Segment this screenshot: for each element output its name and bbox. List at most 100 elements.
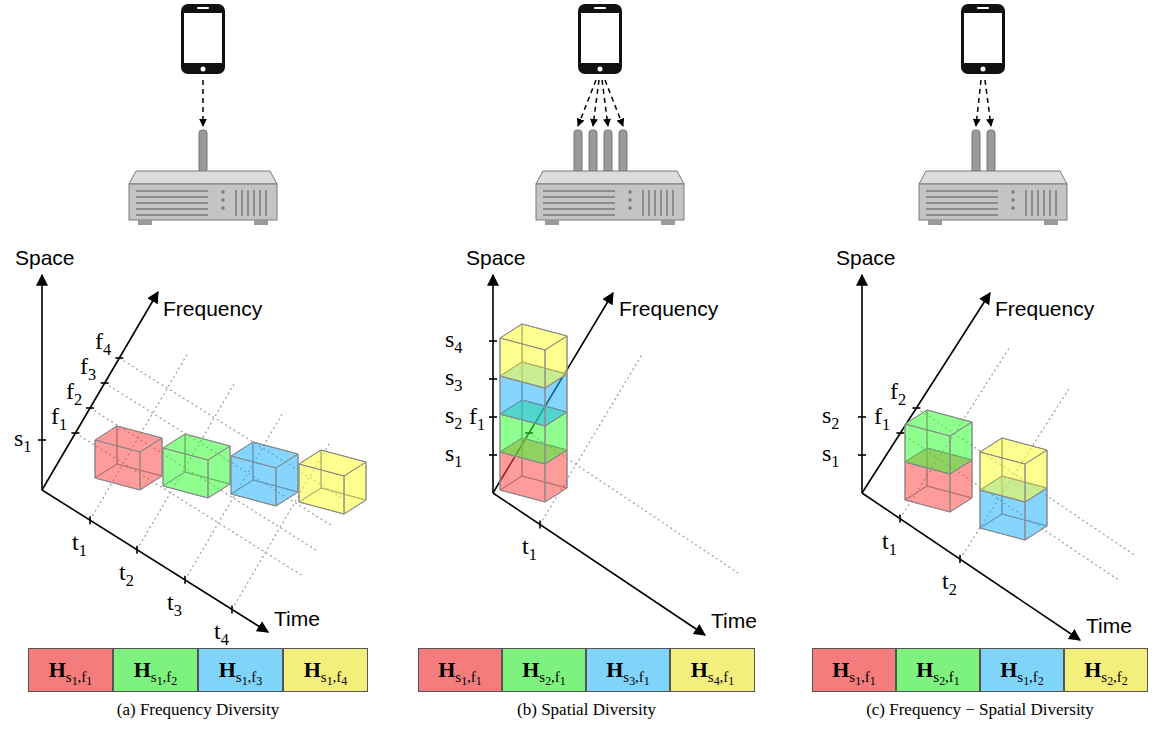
tick-label: f4 [95, 327, 111, 356]
phone-icon [961, 4, 1005, 74]
cube-face [500, 324, 567, 350]
channel-cell: Hs1,f3 [198, 648, 283, 692]
router-icon [129, 171, 277, 225]
axes-and-cubes [38, 275, 1134, 640]
tick-mark [489, 454, 497, 456]
cube-face [980, 438, 1047, 464]
tick-label: s3 [445, 363, 463, 392]
tick-label: f1 [51, 402, 67, 431]
channel-label: Hs2,f1 [916, 657, 960, 683]
grid-line [90, 352, 189, 520]
channel-label: Hs1,f1 [438, 657, 482, 683]
tick-mark [858, 454, 866, 456]
channel-cell: Hs4,f1 [670, 648, 755, 692]
grid-line [90, 408, 316, 550]
tick-mark [136, 546, 138, 554]
axis-label: Space [836, 245, 896, 270]
caption: (b) Spatial Diversity [418, 700, 755, 720]
channel-label: Hs2,f2 [1084, 657, 1128, 683]
tick-mark [489, 340, 497, 342]
tick-label: s2 [445, 401, 463, 430]
channel-cell: Hs2,f1 [896, 648, 980, 692]
tick-label: t1 [882, 527, 897, 556]
channel-label: Hs1,f4 [304, 657, 348, 683]
channel-cube [163, 434, 230, 498]
channel-cell: Hs1,f2 [980, 648, 1064, 692]
channel-label: Hs1,f2 [134, 657, 178, 683]
tick-mark [539, 520, 541, 528]
tick-mark [184, 576, 186, 584]
grid-line [75, 433, 301, 575]
tick-label: s1 [445, 439, 463, 468]
channel-label: Hs2,f1 [522, 657, 566, 683]
axis-label: Frequency [163, 296, 262, 321]
channel-cell: Hs1,f1 [28, 648, 113, 692]
signal-arrow [578, 80, 623, 126]
axis-label: Space [15, 245, 75, 270]
tick-mark [71, 432, 79, 434]
tick-label: t2 [942, 567, 957, 596]
signal-arrow [976, 80, 991, 126]
tick-label: s1 [14, 424, 32, 453]
tick-label: t4 [214, 617, 229, 646]
tick-mark [101, 382, 109, 384]
tick-mark [489, 378, 497, 380]
axis-label: Frequency [619, 296, 718, 321]
axis-label: Space [466, 245, 526, 270]
axis-label: Time [1086, 613, 1132, 638]
tick-label: t1 [522, 532, 537, 561]
tick-mark [912, 407, 920, 409]
tick-mark [896, 432, 904, 434]
cube-face [163, 434, 230, 460]
channel-cell: Hs1,f4 [283, 648, 368, 692]
tick-label: s1 [822, 439, 840, 468]
tick-label: f2 [890, 377, 906, 406]
tick-label: t1 [72, 528, 87, 557]
phone-icon [578, 4, 622, 74]
channel-cube [95, 426, 162, 490]
channel-label: Hs4,f1 [691, 657, 735, 683]
channel-cell: Hs1,f1 [418, 648, 502, 692]
tick-mark [858, 416, 866, 418]
cube-face [231, 442, 298, 468]
cube-face [95, 426, 162, 452]
tick-mark [899, 515, 901, 523]
channel-label: Hs3,f1 [606, 657, 650, 683]
channel-cube [905, 410, 972, 474]
space-axis [861, 275, 863, 493]
antenna [972, 130, 995, 174]
tick-label: f2 [66, 377, 82, 406]
caption: (a) Frequency Diversity [28, 700, 368, 720]
tick-label: s2 [822, 401, 840, 430]
tick-mark [86, 407, 94, 409]
caption: (c) Frequency − Spatial Diversity [812, 700, 1148, 720]
space-axis [41, 275, 43, 490]
channel-cube [299, 450, 366, 514]
tick-label: s4 [445, 325, 463, 354]
tick-mark [489, 416, 497, 418]
antenna [574, 130, 627, 174]
channel-cube [231, 442, 298, 506]
tick-mark [89, 516, 91, 524]
channel-cell: Hs3,f1 [586, 648, 670, 692]
grid-line [137, 381, 236, 549]
channel-label: Hs1,f1 [832, 657, 876, 683]
time-axis [42, 490, 268, 632]
channel-cube [980, 438, 1047, 502]
tick-mark [38, 439, 46, 441]
channel-label: Hs1,f1 [49, 657, 93, 683]
signal-arrow [202, 80, 204, 126]
axis-label: Time [274, 606, 320, 631]
tick-mark [231, 605, 233, 613]
time-axis [493, 493, 705, 635]
tick-mark [959, 555, 961, 563]
channel-cell: Hs1,f1 [812, 648, 896, 692]
router-icon [919, 171, 1067, 225]
cube-face [299, 450, 366, 476]
tick-label: t3 [167, 588, 182, 617]
channel-cell: Hs2,f1 [502, 648, 586, 692]
tick-label: t2 [119, 558, 134, 587]
phone-icon [181, 4, 225, 74]
